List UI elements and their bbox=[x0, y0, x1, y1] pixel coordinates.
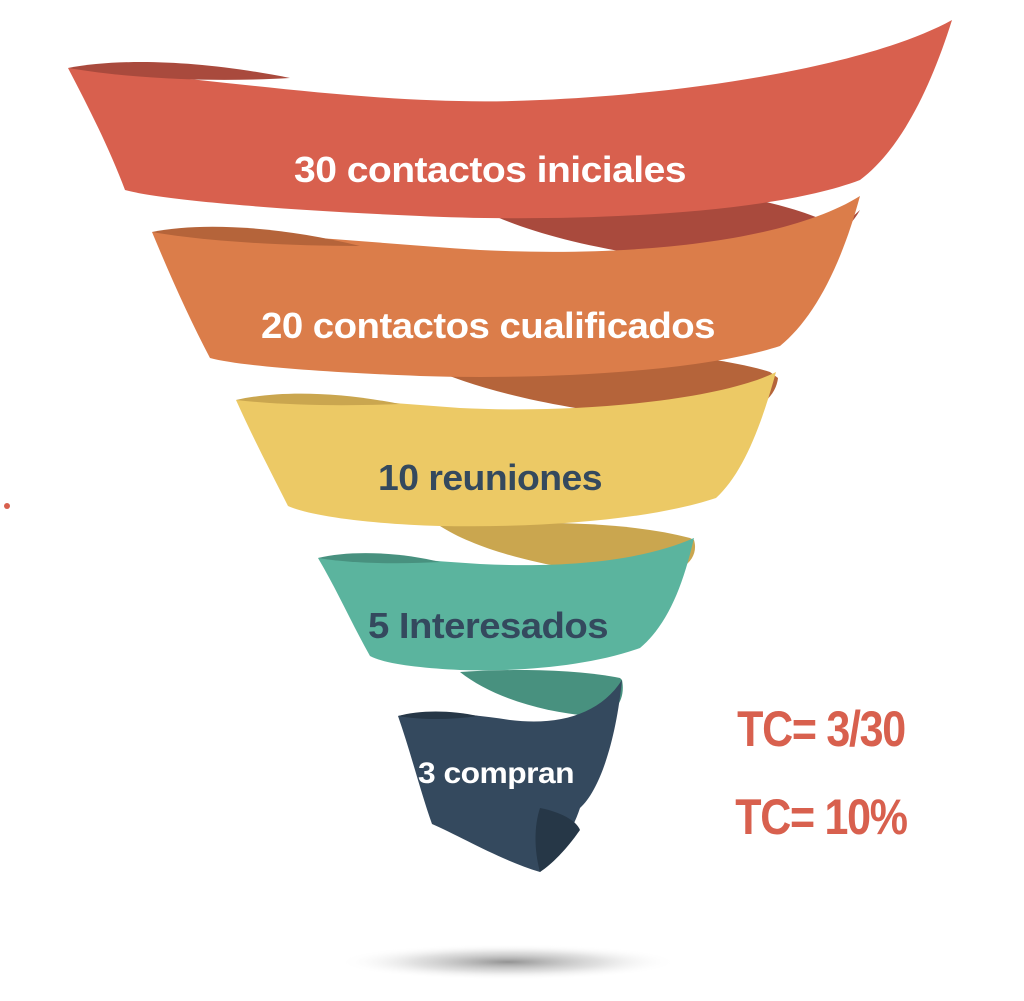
stage-1-band bbox=[68, 20, 952, 219]
stage-5-band-fold bbox=[535, 808, 580, 872]
stage-4-band-lip bbox=[318, 553, 440, 564]
conversion-ratio-text: TC= 3/30 bbox=[737, 701, 906, 757]
stage-4-band-back bbox=[460, 670, 623, 717]
stage-4-band bbox=[318, 538, 694, 671]
stage-3-band-lip bbox=[236, 393, 400, 406]
conversion-percent-text: TC= 10% bbox=[735, 789, 908, 845]
floor-shadow bbox=[338, 944, 678, 980]
stage-5-band-lip bbox=[398, 711, 478, 719]
stage-4-label: 5 Interesados bbox=[368, 605, 608, 646]
stage-3-band bbox=[236, 372, 776, 527]
stage-2-label: 20 contactos cualificados bbox=[261, 305, 715, 346]
decorative-dot bbox=[4, 503, 10, 509]
stage-5-label: 3 compran bbox=[418, 757, 574, 790]
stage-1-band-lip bbox=[68, 62, 290, 80]
stage-2-band-lip bbox=[152, 226, 360, 246]
stage-1-label: 30 contactos iniciales bbox=[294, 149, 686, 190]
stage-3-label: 10 reuniones bbox=[378, 457, 602, 498]
